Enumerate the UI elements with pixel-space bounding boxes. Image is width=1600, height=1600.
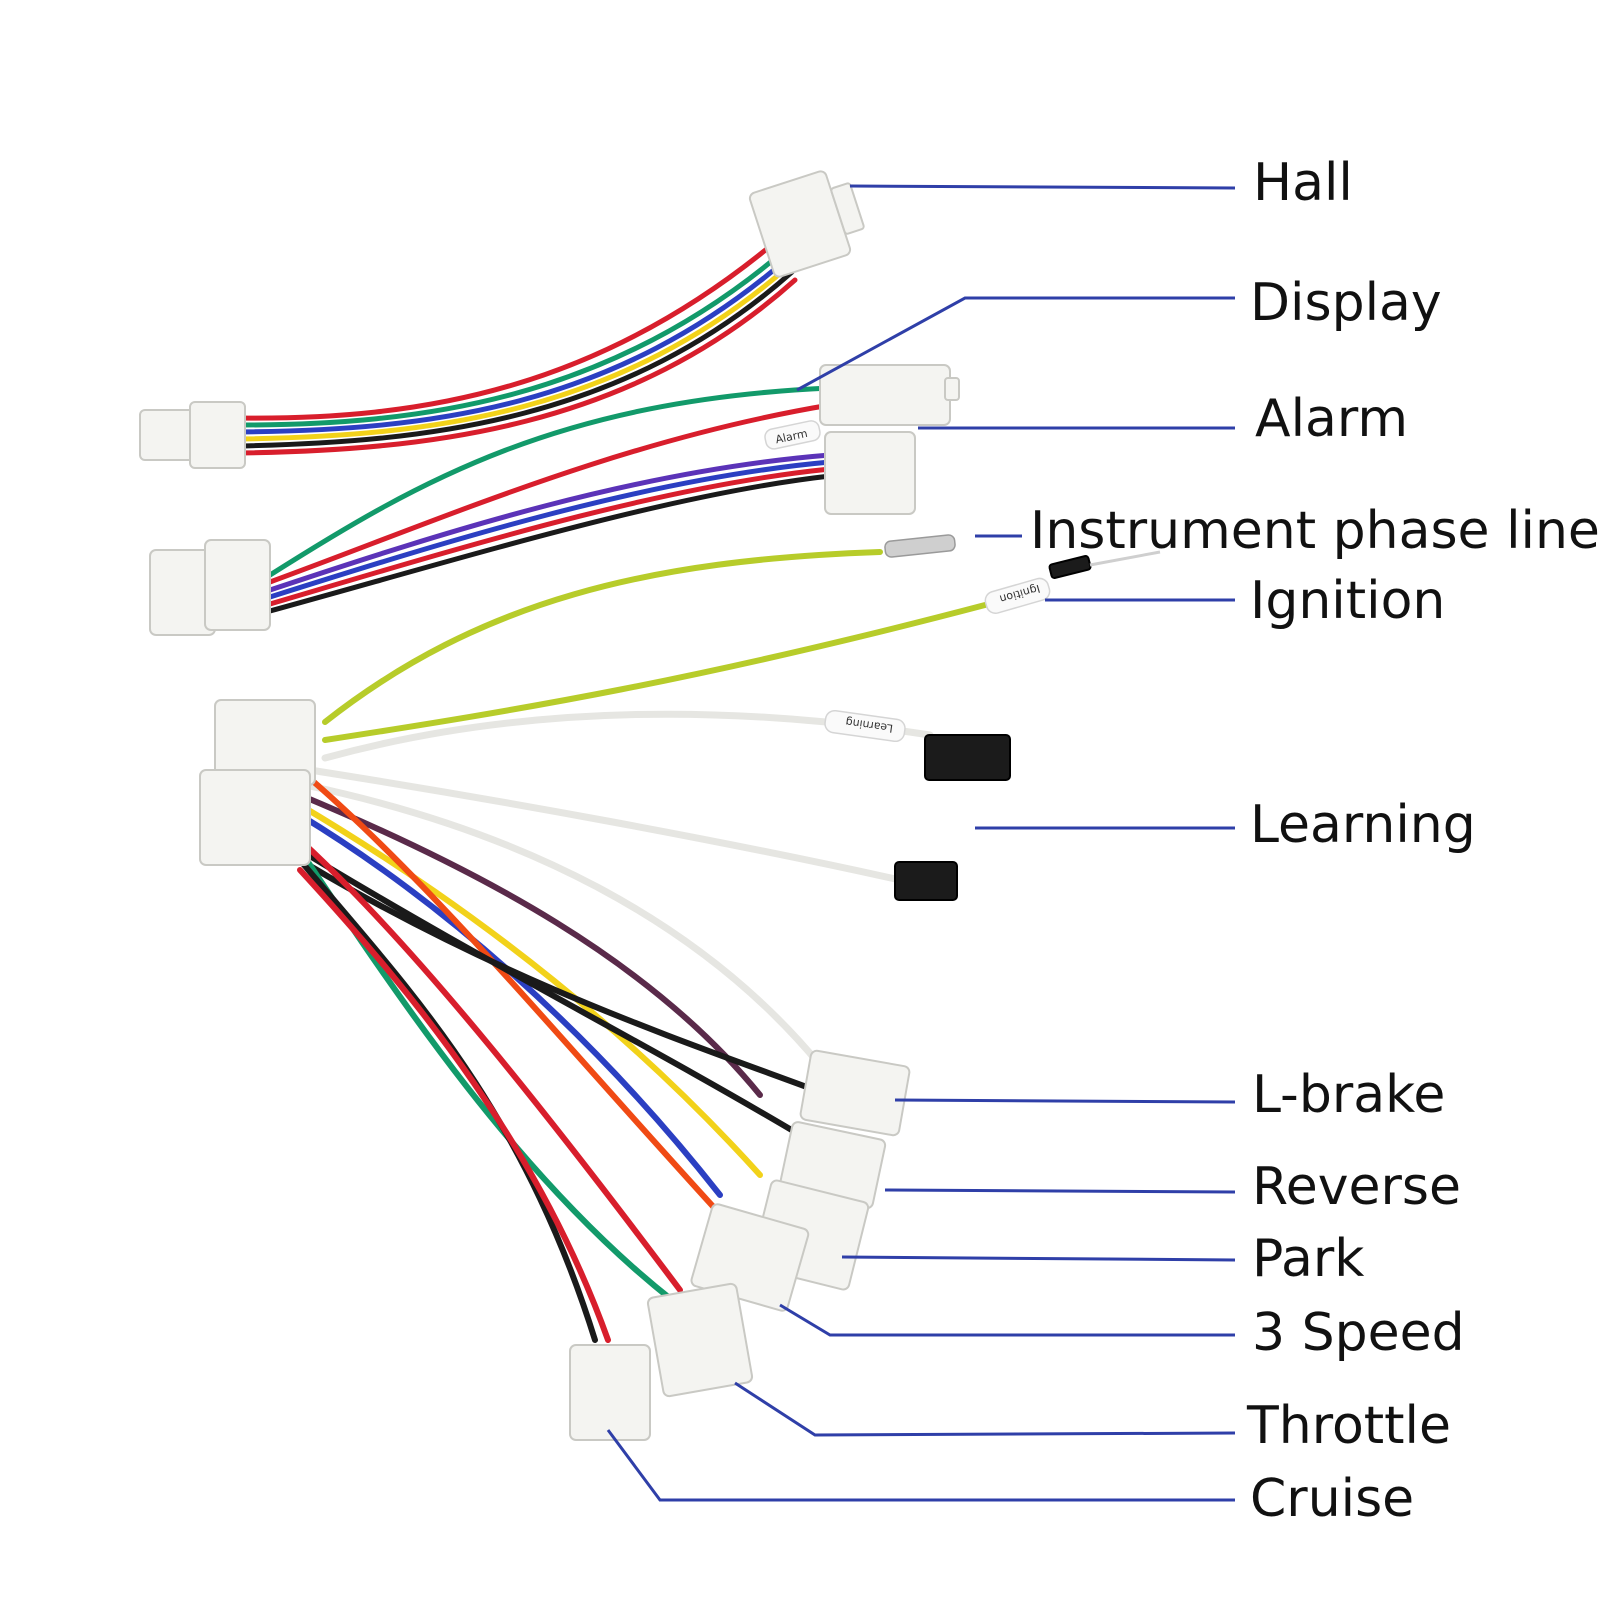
hall-controller-plug [139, 401, 246, 469]
leader-display [796, 296, 1235, 392]
display-alarm-controller-plug [149, 539, 271, 636]
wire-black [237, 269, 795, 449]
alarm-connector [824, 431, 916, 515]
label-park: Park [1252, 1229, 1364, 1289]
leader-park [841, 1255, 1236, 1262]
wire-brown-lbrake [297, 792, 763, 1098]
callout-labels: Hall Display Alarm Instrument phase line… [1030, 153, 1600, 1529]
ignition-terminal [1048, 550, 1161, 579]
wire-black-reverse [297, 847, 803, 1138]
label-reverse: Reverse [1252, 1157, 1461, 1217]
wire-yellow-park [297, 802, 763, 1178]
leader-hall [849, 184, 1236, 190]
leader-throttle [734, 1381, 1236, 1437]
cruise-connector [569, 1344, 651, 1441]
wire-purple-alarm [267, 452, 833, 593]
wire-red-display [267, 402, 833, 585]
label-throttle: Throttle [1246, 1396, 1451, 1456]
label-3speed: 3 Speed [1252, 1303, 1465, 1363]
wire-bundle-display-alarm [267, 385, 833, 614]
label-cruise: Cruise [1250, 1469, 1414, 1529]
instrument-phase-terminal [884, 534, 956, 558]
wire-green-display [267, 385, 833, 578]
wire-red [237, 235, 783, 421]
display-connector [819, 364, 960, 426]
learning-wire-tag [824, 709, 906, 743]
wire-yellow-green-instrument [322, 549, 883, 725]
main-controller-plug [199, 699, 316, 866]
leader-lbrake [894, 1098, 1236, 1104]
wire-black-cruise [297, 857, 598, 1343]
wire-red-cruise [297, 867, 611, 1343]
wire-red-2 [237, 277, 798, 456]
leader-lines [606, 184, 1236, 1502]
wire-green [237, 247, 788, 428]
learning-connector-2 [894, 861, 958, 901]
wire-black-alarm [267, 473, 833, 614]
leader-3speed [779, 1303, 1235, 1337]
lbrake-connector [799, 1049, 911, 1137]
label-learning: Learning [1250, 795, 1476, 855]
label-lbrake: L-brake [1252, 1065, 1445, 1125]
label-alarm: Alarm [1255, 389, 1408, 449]
wire-blue-alarm [267, 459, 833, 600]
wire-yellow [237, 262, 793, 442]
wire-yellow-green-ignition [322, 602, 988, 743]
wire-bundle-hall [237, 235, 798, 456]
wire-bundle-main [297, 549, 988, 1343]
alarm-wire-tag [764, 420, 821, 450]
throttle-connector [646, 1282, 754, 1398]
wire-white-lbrake [301, 781, 824, 1069]
label-display: Display [1250, 273, 1442, 333]
wire-black-lbrake [297, 857, 818, 1093]
label-ignition: Ignition [1250, 571, 1445, 631]
wire-blue [237, 255, 791, 435]
wire-white-learning-2 [306, 766, 904, 884]
label-instrument-phase-line: Instrument phase line [1030, 501, 1600, 561]
leader-cruise [606, 1429, 1235, 1502]
ignition-wire-tag [984, 577, 1051, 615]
leader-reverse [884, 1188, 1236, 1194]
hall-connector [748, 170, 865, 278]
wire-red-alarm [267, 466, 833, 607]
wire-red-throttle [297, 837, 683, 1293]
learning-connector-1 [924, 734, 1011, 781]
label-hall: Hall [1253, 153, 1353, 213]
